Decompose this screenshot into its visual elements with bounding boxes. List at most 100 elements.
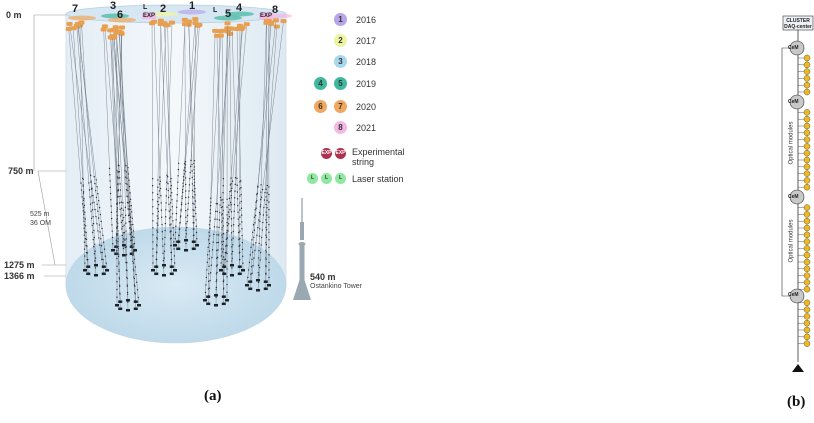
optical-module: [255, 209, 256, 210]
optical-module: [239, 209, 240, 210]
optical-module: [251, 239, 252, 240]
optical-module: [126, 269, 127, 270]
string-anchor: [162, 274, 166, 277]
optical-module: [131, 211, 132, 212]
optical-module: [267, 185, 268, 186]
optical-module: [264, 199, 265, 200]
optical-module: [100, 221, 101, 222]
optical-module: [206, 269, 207, 270]
optical-module: [172, 220, 173, 221]
cluster-number: 1: [189, 0, 195, 12]
string-anchor: [214, 294, 218, 297]
optical-module: [123, 217, 124, 218]
optical-module: [152, 178, 153, 179]
optical-module: [265, 189, 266, 190]
string-anchor: [86, 273, 90, 276]
optical-module: [265, 219, 266, 220]
optical-module: [94, 253, 95, 254]
surface-buoy: [192, 17, 198, 21]
optical-module: [116, 203, 117, 204]
optical-module: [259, 267, 260, 268]
optical-module: [175, 238, 176, 239]
optical-module: [122, 202, 123, 203]
optical-module: [129, 201, 130, 202]
optical-module: [166, 195, 167, 196]
optical-module: [93, 246, 94, 247]
legend-label-2021: 2021: [356, 123, 376, 133]
string-anchor: [111, 249, 115, 252]
optical-module: [133, 237, 134, 238]
string-anchor: [173, 244, 177, 247]
optical-module: [170, 238, 171, 239]
optical-module: [242, 256, 243, 257]
optical-module: [235, 184, 236, 185]
optical-module: [234, 204, 235, 205]
optical-module: [174, 262, 175, 263]
optical-module: [91, 225, 92, 226]
optical-module: [189, 184, 190, 185]
optical-modules-label: Optical modules: [789, 121, 795, 164]
string-anchor: [134, 300, 138, 303]
legend-badge-4: 4: [314, 77, 327, 90]
optical-module: [159, 183, 160, 184]
optical-module: [84, 248, 85, 249]
optical-module: [168, 204, 169, 205]
optical-module: [88, 182, 89, 183]
optical-module: [265, 196, 266, 197]
optical-module: [225, 245, 226, 246]
optical-module: [126, 277, 127, 278]
optical-module: [195, 200, 196, 201]
optical-module: [258, 272, 259, 273]
optical-module: [165, 223, 166, 224]
optical-module: [234, 197, 235, 198]
optical-module: [259, 221, 260, 222]
optical-module: [240, 194, 241, 195]
optical-module: [212, 249, 213, 250]
string-anchor: [102, 273, 106, 276]
optical-module: [233, 224, 234, 225]
string-anchor: [173, 269, 177, 272]
string-anchor: [222, 303, 226, 306]
optical-module: [231, 225, 232, 226]
optical-module: [251, 259, 252, 260]
string-anchor: [114, 253, 118, 256]
optical-module: [239, 223, 240, 224]
optical-module: [237, 198, 238, 199]
laser-marker: L: [213, 7, 217, 14]
cluster-ring: [68, 16, 96, 21]
caption-b: (b): [787, 394, 805, 411]
optical-module: [267, 192, 268, 193]
optical-module: [132, 255, 133, 256]
optical-module: [105, 262, 106, 263]
optical-module: [166, 182, 167, 183]
optical-module: [175, 219, 176, 220]
optical-module: [104, 249, 105, 250]
optical-module: [123, 210, 124, 211]
optical-module: [185, 197, 186, 198]
optical-module: [98, 237, 99, 238]
optical-module: [223, 249, 224, 250]
optical-module: [253, 224, 254, 225]
optical-module: [239, 238, 240, 239]
optical-module: [134, 285, 135, 286]
legend-label-2018: 2018: [356, 57, 376, 67]
legend-badge-5: 5: [334, 77, 347, 90]
surface-buoy: [212, 29, 218, 33]
optical-module: [195, 213, 196, 214]
surface-buoy: [192, 21, 198, 25]
optical-module: [259, 213, 260, 214]
optical-module: [196, 225, 197, 226]
optical-module: [207, 254, 208, 255]
optical-module: [193, 228, 194, 229]
optical-module: [253, 237, 254, 238]
optical-module: [226, 214, 227, 215]
optical-module: [210, 213, 211, 214]
optical-module: [173, 248, 174, 249]
optical-module: [121, 214, 122, 215]
optical-module: [266, 214, 267, 215]
optical-module: [221, 234, 222, 235]
optical-module: [157, 201, 158, 202]
legend-laser-badge: L: [335, 173, 346, 184]
optical-module: [265, 204, 266, 205]
